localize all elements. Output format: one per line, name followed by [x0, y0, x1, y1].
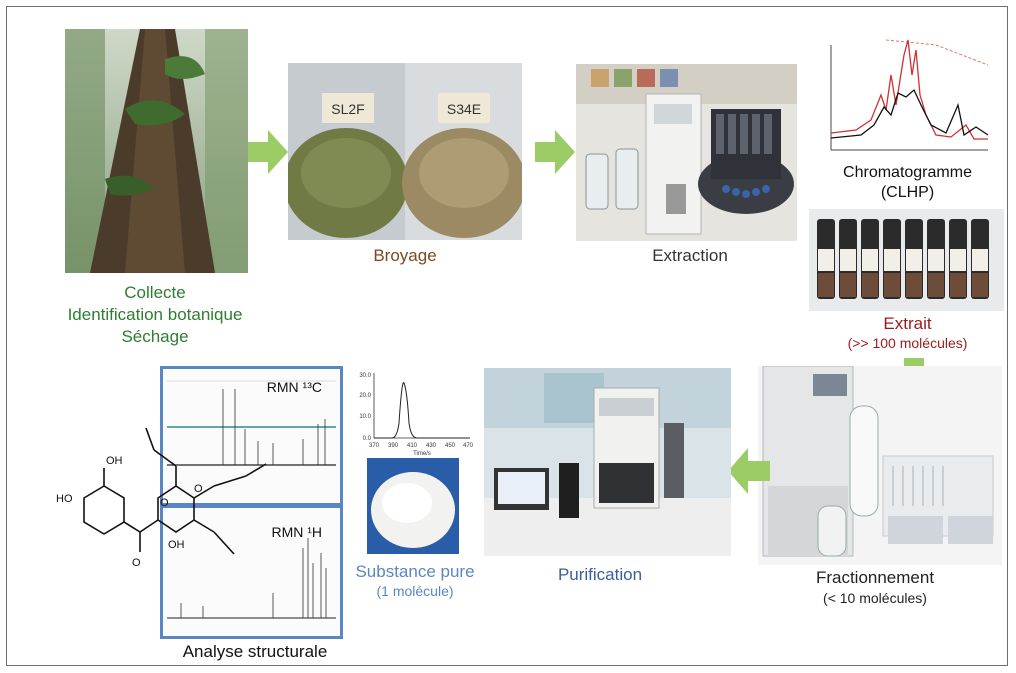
fractionnement-photo: [758, 366, 1002, 565]
collecte-line-3: Séchage: [121, 327, 189, 346]
purity-ytick-0: 0.0: [363, 436, 372, 442]
purity-xtick-370: 370: [369, 443, 380, 449]
chromatogram-title-line: Chromatogramme: [843, 164, 972, 181]
purity-xtick-430: 430: [426, 443, 437, 449]
powder-photo: [367, 458, 459, 554]
extrait-sub: (>> 100 molécules): [847, 335, 968, 351]
collecte-label: Collecte Identification botanique Séchag…: [55, 282, 255, 348]
arrow-right-1: [248, 130, 288, 174]
extrait-label: Extrait (>> 100 molécules): [815, 313, 1000, 352]
broyage-photo: SL2F S34E: [288, 63, 522, 240]
chemical-structure: OH HO O O O OH: [56, 427, 267, 569]
collecte-line-1: Collecte: [124, 283, 186, 302]
bag-label-1: SL2F: [331, 101, 364, 117]
extrait-photo: [809, 209, 1004, 311]
purity-ytick-30: 30.0: [359, 373, 371, 379]
fractionnement-sub: (< 10 molécules): [823, 590, 927, 606]
chem-ho-left: HO: [56, 493, 73, 505]
chromatogram-title: Chromatogramme (CLHP): [815, 163, 1000, 203]
chem-o-left: O: [132, 557, 141, 569]
collecte-line-2: Identification botanique: [67, 305, 243, 324]
nmr-1h-spectrum: RMN ¹H: [160, 505, 343, 639]
analyse-label: Analyse structurale: [182, 642, 328, 661]
purity-xtick-390: 390: [388, 443, 399, 449]
nmr-1h-label: RMN ¹H: [271, 524, 322, 540]
extraction-label: Extraction: [652, 246, 728, 265]
purity-ytick-10: 10.0: [359, 414, 371, 420]
bag-label-2: S34E: [447, 101, 481, 117]
purity-xtick-450: 450: [445, 443, 456, 449]
purity-xtick-410: 410: [407, 443, 418, 449]
broyage-label: Broyage: [373, 246, 437, 265]
chem-o-ring: O: [160, 497, 169, 509]
extrait-title: Extrait: [883, 314, 932, 333]
extraction-photo: [576, 64, 797, 241]
purity-xtick-470: 470: [463, 443, 474, 449]
purity-chart: 30.0 20.0 10.0 0.0 370 390 410 430 450 4…: [352, 368, 474, 458]
chem-o-ring2: O: [194, 483, 203, 495]
chem-oh-bottom: OH: [168, 539, 185, 551]
purification-label: Purification: [557, 565, 643, 584]
purity-ytick-20: 20.0: [359, 393, 371, 399]
figure-frame: [6, 6, 1008, 666]
chromatogram-subtitle: (CLHP): [880, 184, 935, 201]
chromatogram: [826, 35, 992, 160]
nmr-13c-spectrum: RMN ¹³C: [160, 366, 343, 506]
fractionnement-label: Fractionnement (< 10 molécules): [790, 567, 960, 607]
arrow-right-2: [535, 130, 575, 174]
purification-photo: [484, 368, 731, 556]
substance-label: Substance pure (1 molécule): [340, 561, 490, 600]
fractionnement-title: Fractionnement: [815, 568, 935, 587]
arrow-left: [728, 448, 770, 494]
chem-oh-top: OH: [106, 455, 123, 467]
substance-title: Substance pure: [355, 562, 475, 581]
tree-photo: [65, 29, 248, 273]
substance-sub: (1 molécule): [376, 583, 454, 599]
nmr-13c-label: RMN ¹³C: [266, 379, 322, 395]
purity-xlabel: Time/s: [413, 451, 431, 457]
